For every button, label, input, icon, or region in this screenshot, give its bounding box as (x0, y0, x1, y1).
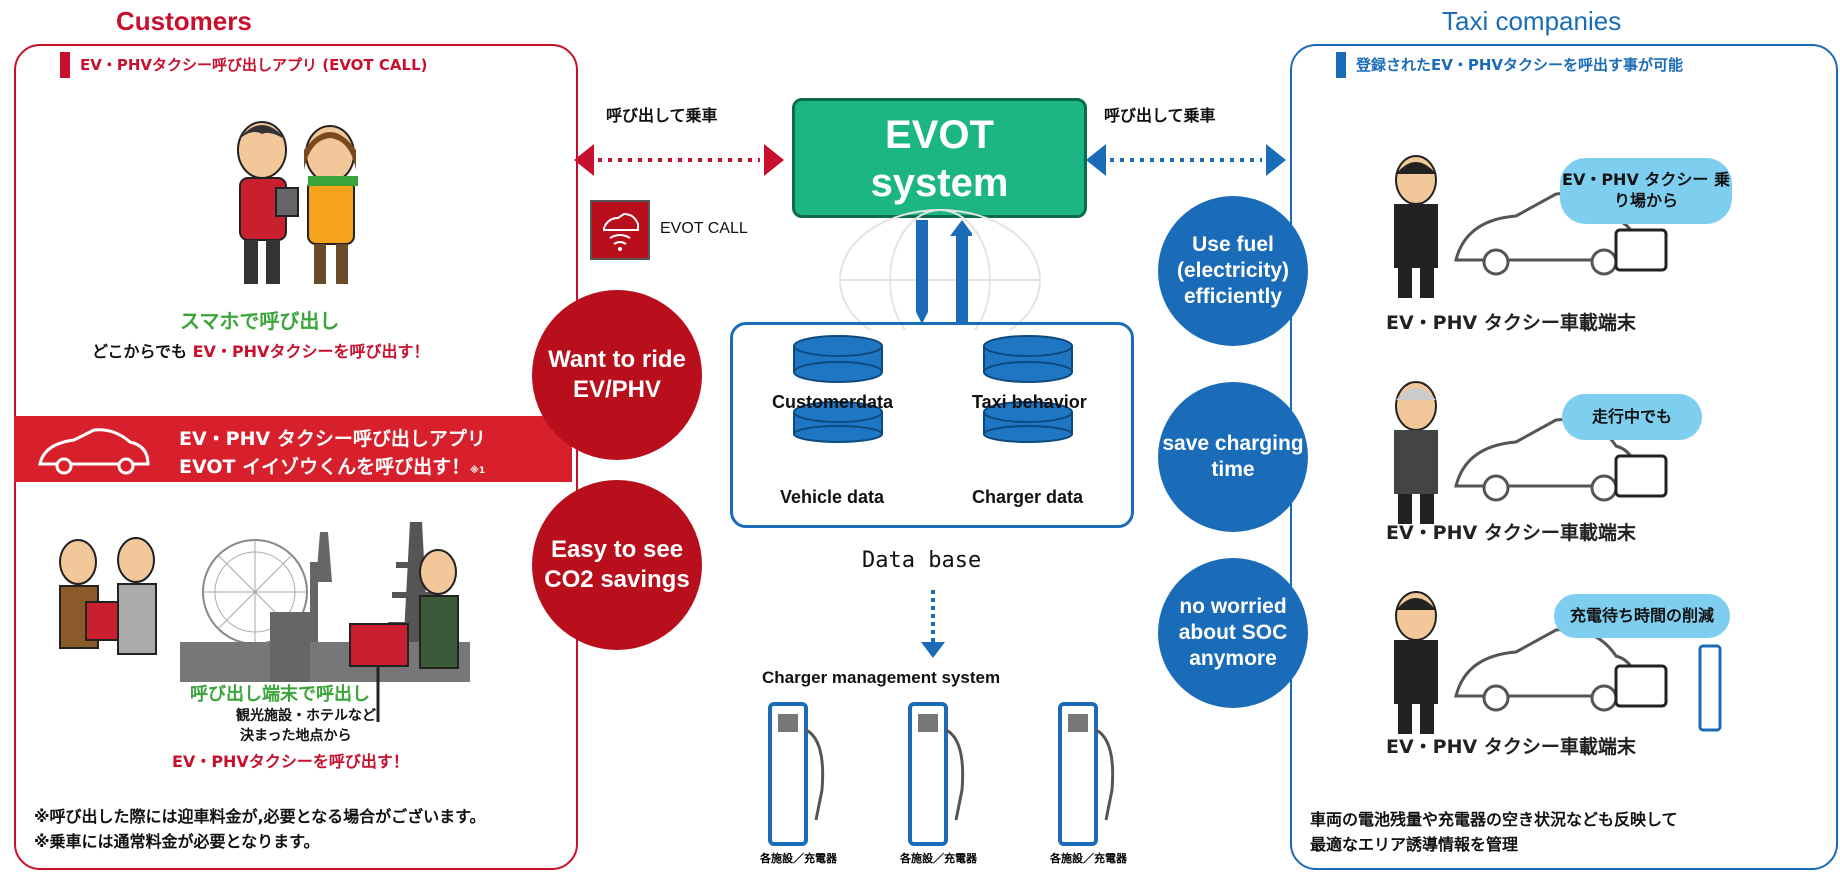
taxi-terminal-label-3: EV・PHV タクシー車載端末 (1386, 736, 1636, 758)
ev-car-icon (38, 428, 150, 475)
taxi-terminal-label-2: EV・PHV タクシー車載端末 (1386, 522, 1636, 544)
banner-line-1: EV・PHV タクシー呼び出しアプリ (179, 428, 486, 450)
terminal-call-line4: EV・PHVタクシーを呼び出す！ (172, 752, 409, 771)
taxi-panel (1290, 44, 1838, 870)
terminal-call-line3: 決まった地点から (240, 728, 352, 744)
banner-line-2-text: EVOT イイゾウくんを呼び出す！ (179, 456, 471, 478)
charger-management-title: Charger management system (762, 668, 1001, 687)
terminal-call-heading: 呼び出し端末で呼出し (190, 684, 370, 705)
evot-system-line2: system (870, 161, 1009, 205)
database-box (730, 322, 1134, 528)
evot-call-app-icon (590, 200, 650, 260)
db-charger-data: Charger data (972, 487, 1084, 507)
evot-app-banner: EV・PHV タクシー呼び出しアプリ EVOT イイゾウくんを呼び出す！※1 (14, 416, 572, 482)
evot-system-line1: EVOT (885, 113, 994, 157)
efficient-fuel-circle: Use fuel (electricity) efficiently (1158, 196, 1308, 346)
charger-label-2: 各施設／充電器 (900, 852, 977, 865)
car-wifi-icon (603, 212, 639, 251)
banner-line-2: EVOT イイゾウくんを呼び出す！※1 (179, 452, 485, 479)
driver-taxi-illustration-3 (1394, 591, 1722, 734)
save-charging-time-circle: save charging time (1158, 382, 1308, 532)
terminal-call-line2: 観光施設・ホテルなど (236, 708, 376, 724)
smartphone-call-heading: スマホで呼び出し (180, 309, 340, 333)
globe-watermark (839, 209, 1041, 330)
call-label-right: 呼び出して乗車 (1104, 106, 1216, 125)
database-caption: Data base (862, 548, 982, 573)
charger-icon-3 (1058, 702, 1115, 846)
charger-icon-2 (908, 702, 965, 846)
cityscape-illustration (59, 522, 470, 722)
db-to-charger-arrow (921, 590, 945, 658)
system-db-arrows (916, 220, 972, 324)
customers-subtitle: EV・PHVタクシー呼び出しアプリ (EVOT CALL) (60, 52, 427, 78)
charger-icon-1 (768, 702, 825, 846)
red-double-arrow (574, 144, 784, 176)
taxi-bubble-3: 充電待ち時間の削減 (1554, 594, 1730, 638)
taxi-footer-1: 車両の電池残量や充電器の空き状況なども反映して (1310, 810, 1678, 829)
db-taxi-behavior: Taxi behavior (972, 392, 1087, 412)
taxi-footer-2: 最適なエリア誘導情報を管理 (1310, 835, 1519, 854)
smartphone-call-highlight: EV・PHVタクシーを呼び出す！ (192, 342, 430, 361)
taxi-subtitle: 登録されたEV・PHVタクシーを呼出す事が可能 (1336, 52, 1683, 78)
charger-label-3: 各施設／充電器 (1050, 852, 1127, 865)
smartphone-call-prefix: どこからでも (92, 342, 193, 361)
customers-title: Customers (110, 6, 258, 37)
taxi-bubble-1: EV・PHV タクシー 乗り場から (1560, 158, 1732, 224)
taxi-bubble-2: 走行中でも (1562, 394, 1702, 440)
charger-label-1: 各施設／充電器 (760, 852, 837, 865)
call-label-left: 呼び出して乗車 (606, 106, 718, 125)
banner-note: ※1 (470, 466, 486, 476)
db-vehicle-data: Vehicle data (780, 487, 885, 507)
db-customer-data: Customerdata (772, 392, 894, 412)
customers-footnote-2: ※乗車には通常料金が必要となります。 (34, 832, 320, 851)
evot-call-app-label: EVOT CALL (660, 220, 748, 237)
co2-savings-circle: Easy to see CO2 savings (532, 480, 702, 650)
customers-footnote-1: ※呼び出した際には迎車料金が,必要となる場合がございます。 (34, 807, 486, 826)
soc-worry-circle: no worried about SOC anymore (1158, 558, 1308, 708)
evot-system-box: EVOT system (792, 98, 1087, 218)
want-to-ride-circle: Want to ride EV/PHV (532, 290, 702, 460)
taxi-title: Taxi companies (1434, 6, 1630, 37)
blue-double-arrow (1086, 144, 1286, 176)
couple-illustration (237, 121, 358, 284)
database-cylinders (793, 335, 1073, 443)
smartphone-call-text: どこからでも EV・PHVタクシーを呼び出す！ (92, 338, 429, 362)
taxi-terminal-label-1: EV・PHV タクシー車載端末 (1386, 312, 1636, 334)
